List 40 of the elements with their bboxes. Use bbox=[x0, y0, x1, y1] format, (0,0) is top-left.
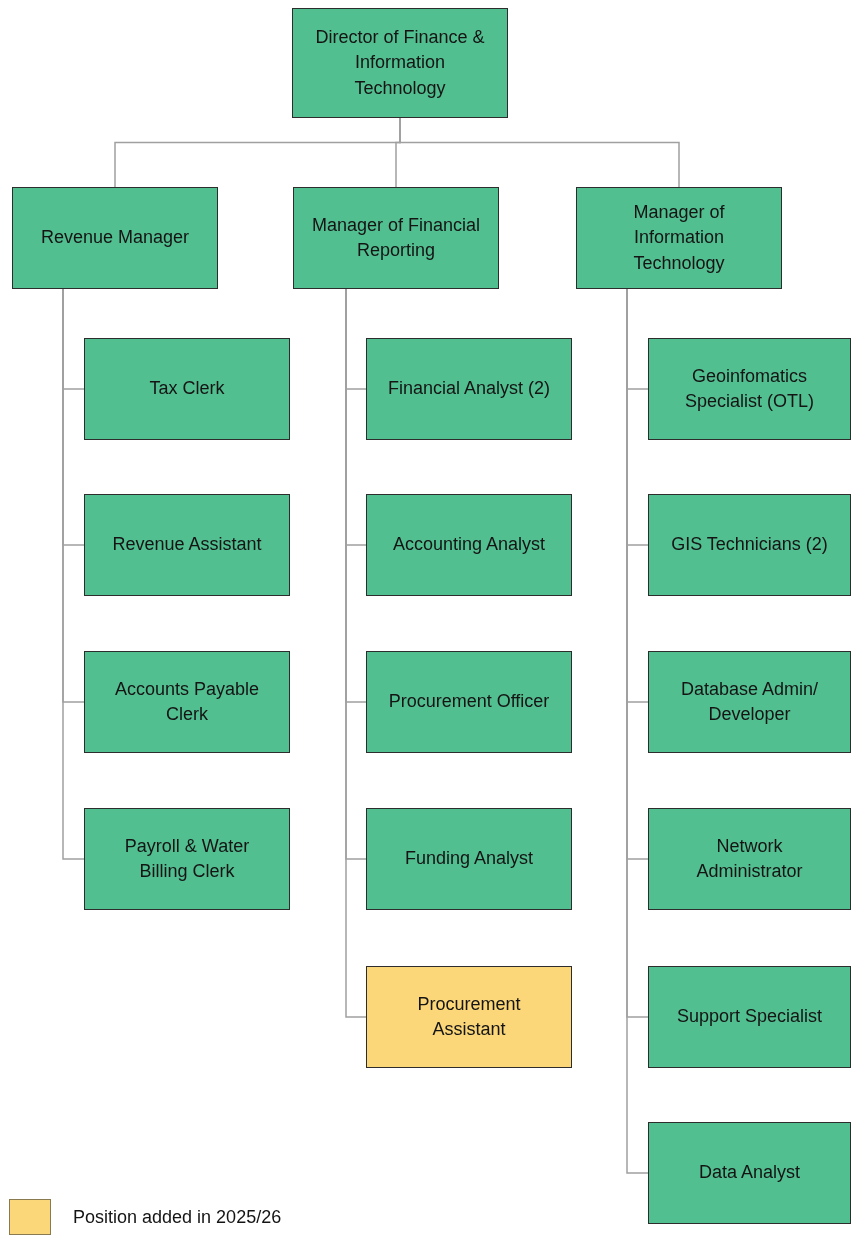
position-box bbox=[648, 966, 851, 1068]
position-box bbox=[648, 494, 851, 596]
position-box bbox=[366, 338, 572, 440]
position-box bbox=[12, 187, 218, 289]
position-title: Procurement Assistant bbox=[416, 992, 522, 1041]
position-box bbox=[648, 1122, 851, 1224]
position-box bbox=[366, 966, 572, 1068]
position-box bbox=[366, 494, 572, 596]
position-title: Funding Analyst bbox=[404, 847, 534, 871]
position-box bbox=[648, 338, 851, 440]
position-box bbox=[648, 651, 851, 753]
position-title: Revenue Assistant bbox=[112, 533, 262, 557]
position-box bbox=[84, 338, 290, 440]
position-title: Geoinfomatics Specialist (OTL) bbox=[683, 364, 815, 413]
position-box bbox=[293, 187, 499, 289]
position-title: Manager of Information Technology bbox=[632, 201, 726, 275]
position-title: Revenue Manager bbox=[40, 226, 190, 250]
position-title: Network Administrator bbox=[695, 834, 804, 883]
position-title: Tax Clerk bbox=[149, 377, 225, 401]
position-box bbox=[84, 808, 290, 910]
position-title: Financial Analyst (2) bbox=[387, 377, 551, 401]
position-title: Procurement Officer bbox=[388, 690, 550, 714]
position-title: Accounts Payable Clerk bbox=[113, 677, 261, 726]
position-title: Data Analyst bbox=[698, 1161, 801, 1185]
position-title: Manager of Financial Reporting bbox=[310, 213, 482, 262]
connector-line bbox=[399, 117, 680, 188]
position-box bbox=[292, 8, 508, 118]
position-title: GIS Technicians (2) bbox=[671, 533, 828, 557]
position-box bbox=[84, 651, 290, 753]
position-title: Accounting Analyst bbox=[392, 533, 546, 557]
position-box bbox=[366, 651, 572, 753]
position-title: Director of Finance & Information Technology bbox=[314, 26, 486, 100]
position-title: Payroll & Water Billing Clerk bbox=[123, 834, 251, 883]
position-box bbox=[648, 808, 851, 910]
legend-text: Position added in 2025/26 bbox=[73, 1206, 282, 1228]
position-title: Support Specialist bbox=[676, 1005, 823, 1029]
position-title: Database Admin/ Developer bbox=[679, 677, 820, 726]
position-box bbox=[576, 187, 782, 289]
position-box bbox=[366, 808, 572, 910]
position-box bbox=[84, 494, 290, 596]
